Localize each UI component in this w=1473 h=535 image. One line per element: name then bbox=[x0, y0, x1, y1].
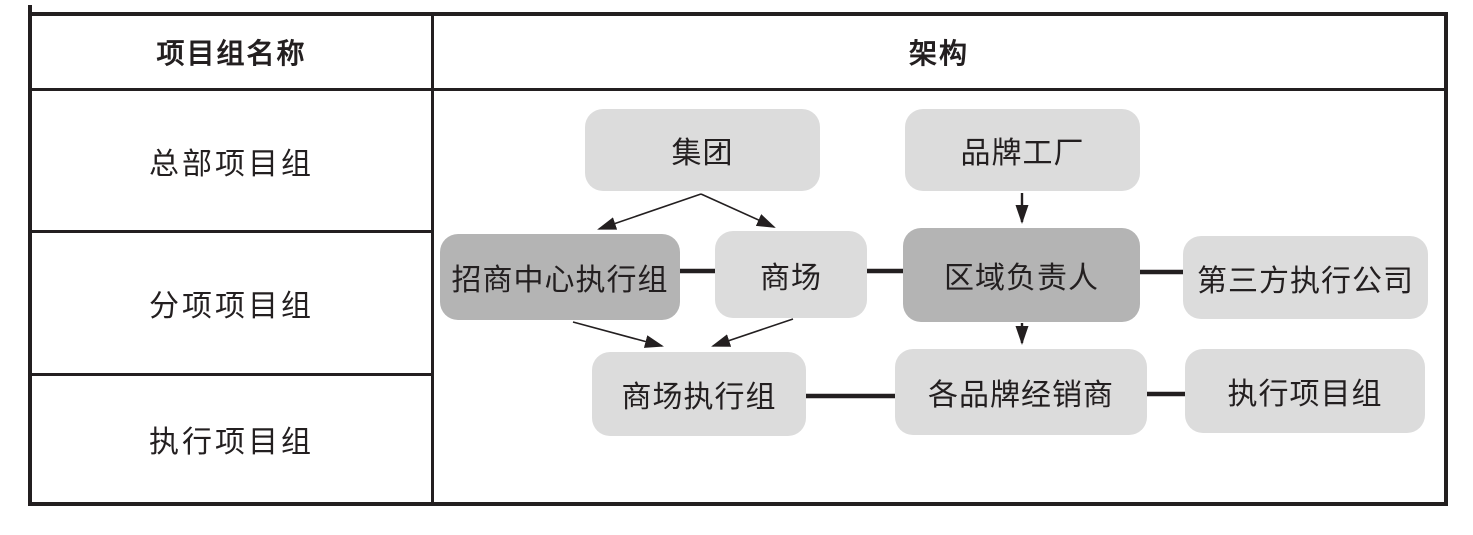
node-group: 集团 bbox=[585, 109, 820, 191]
node-brand-factory: 品牌工厂 bbox=[905, 109, 1140, 191]
node-investment-center-exec-group: 招商中心执行组 bbox=[440, 234, 680, 320]
node-regional-manager: 区域负责人 bbox=[903, 228, 1140, 322]
column-header-architecture: 架构 bbox=[908, 38, 969, 69]
header-row-divider bbox=[32, 88, 1444, 91]
column-header-project-group-name: 项目组名称 bbox=[156, 38, 307, 69]
row-label-subitem-group: 分项项目组 bbox=[149, 290, 314, 323]
row-label-execution-group: 执行项目组 bbox=[149, 426, 314, 459]
row-divider-1 bbox=[32, 230, 431, 233]
table-corner-artifact bbox=[28, 5, 32, 15]
node-mall-exec-group: 商场执行组 bbox=[592, 352, 806, 436]
row-divider-2 bbox=[32, 373, 431, 376]
column-divider bbox=[431, 16, 434, 502]
node-brand-dealers: 各品牌经销商 bbox=[895, 349, 1147, 435]
node-exec-project-group: 执行项目组 bbox=[1185, 349, 1425, 433]
project-group-table: 项目组名称 架构 总部项目组 分项项目组 执行项目组 bbox=[28, 12, 1448, 506]
node-mall: 商场 bbox=[715, 231, 867, 318]
row-label-headquarters-group: 总部项目组 bbox=[149, 147, 314, 181]
node-third-party-exec-company: 第三方执行公司 bbox=[1183, 236, 1428, 319]
